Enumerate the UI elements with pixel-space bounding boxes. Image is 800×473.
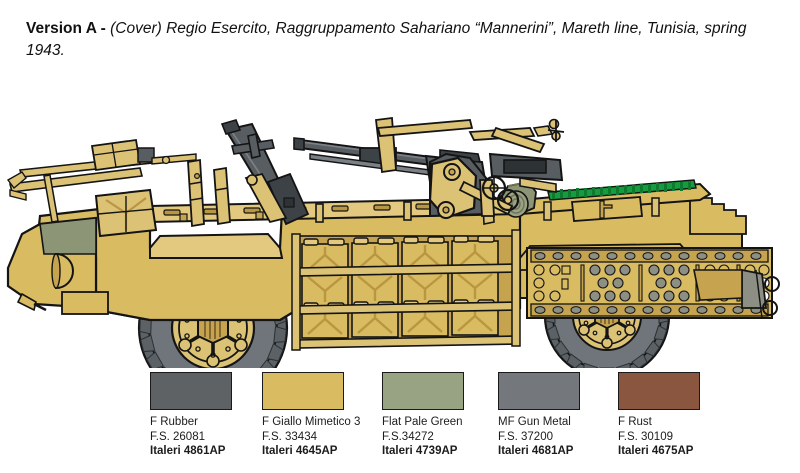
version-label: Version A -	[26, 20, 106, 37]
paint-swatch: Flat Pale Green F.S.34272 Italeri 4739AP	[382, 372, 514, 459]
paint-color-chip	[262, 372, 344, 410]
paint-fs-code: F.S. 30109	[618, 430, 673, 443]
paint-color-chip	[618, 372, 700, 410]
jerrycan-rack	[291, 229, 521, 351]
rear-tail	[741, 268, 780, 319]
paint-color-chip	[150, 372, 232, 410]
rear-fender-step	[693, 269, 743, 301]
paint-italeri-code: Italeri 4739AP	[382, 445, 458, 458]
paint-swatch: F Rust F.S. 30109 Italeri 4675AP	[618, 372, 750, 459]
breda-machine-gun	[187, 119, 310, 228]
paint-name: F Giallo Mimetico 3	[262, 416, 361, 428]
paint-italeri-code: Italeri 4675AP	[618, 445, 694, 458]
front-armor	[6, 216, 109, 315]
as42-sahariana-svg	[6, 116, 780, 368]
paint-name: Flat Pale Green	[382, 416, 463, 428]
paint-italeri-code: Italeri 4645AP	[262, 445, 338, 458]
paint-name: F Rust	[618, 416, 652, 428]
paint-italeri-code: Italeri 4861AP	[150, 445, 226, 458]
paint-color-chip	[382, 372, 464, 410]
vehicle-illustration	[0, 58, 800, 368]
paint-swatch: MF Gun Metal F.S. 37200 Italeri 4681AP	[498, 372, 630, 459]
sand-channels	[94, 188, 158, 238]
paint-swatch: F Giallo Mimetico 3 F.S. 33434 Italeri 4…	[262, 372, 394, 459]
paint-fs-code: F.S. 33434	[262, 430, 317, 443]
paint-fs-code: F.S. 26081	[150, 430, 205, 443]
version-description: (Cover) Regio Esercito, Raggruppamento S…	[26, 20, 747, 59]
crew-bay-deck	[519, 179, 712, 222]
deck-stanchions	[179, 201, 412, 223]
paint-name: MF Gun Metal	[498, 416, 571, 428]
paint-swatch: F Rubber F.S. 26081 Italeri 4861AP	[150, 372, 282, 459]
paint-color-chip	[498, 372, 580, 410]
paint-italeri-code: Italeri 4681AP	[498, 445, 574, 458]
paint-reference-chart: F Rubber F.S. 26081 Italeri 4861AP F Gia…	[0, 372, 800, 470]
version-caption: Version A - (Cover) Regio Esercito, Ragg…	[26, 18, 776, 62]
paint-fs-code: F.S.34272	[382, 430, 434, 443]
paint-name: F Rubber	[150, 416, 198, 428]
20mm-breda-cannon	[293, 116, 565, 220]
paint-fs-code: F.S. 37200	[498, 430, 553, 443]
